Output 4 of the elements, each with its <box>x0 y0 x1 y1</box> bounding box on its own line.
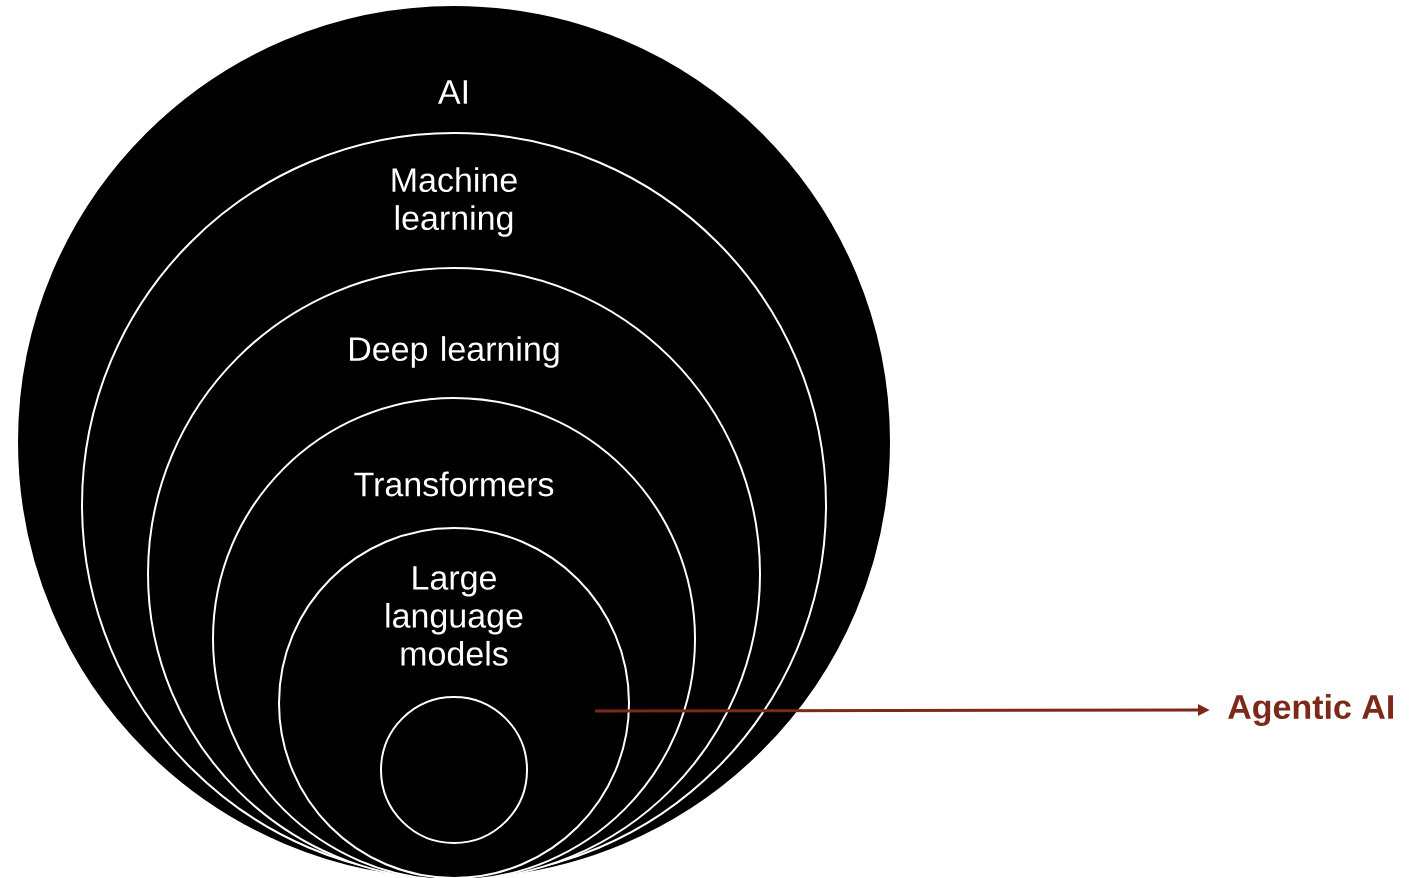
circle <box>380 696 528 844</box>
label-text: Agentic AI <box>1228 694 1393 726</box>
node-label: Deep learning <box>350 336 559 368</box>
node-label: Transformers <box>354 471 554 497</box>
